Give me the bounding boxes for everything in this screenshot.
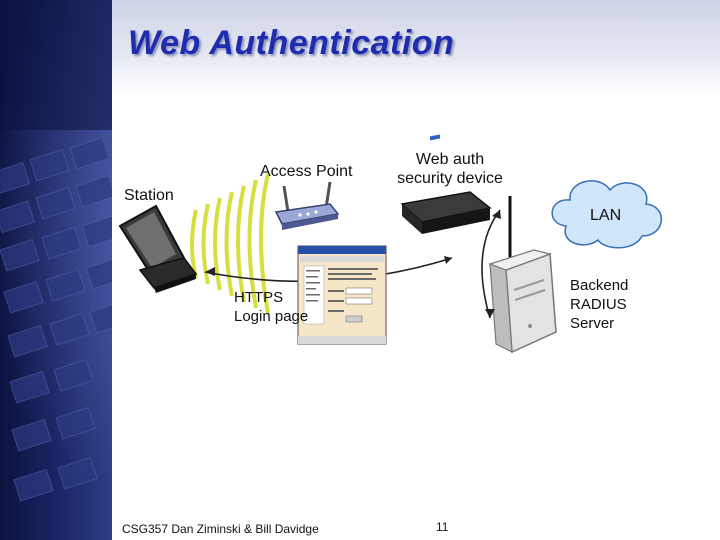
https-label: HTTPS Login page: [234, 288, 308, 326]
access-point-icon: [274, 181, 340, 230]
device-to-server-arrow: [481, 209, 501, 319]
laptop-icon: [118, 204, 198, 293]
keyboard-pattern: [0, 0, 112, 502]
server-icon: [488, 249, 557, 354]
server-label-line1: Backend: [570, 277, 629, 294]
security-device-label-line2: security device: [397, 170, 503, 187]
security-device-label: Web auth security device: [380, 150, 520, 188]
access-point-label: Access Point: [260, 163, 353, 180]
https-label-line2: Login page: [234, 308, 309, 325]
footer-authors: CSG357 Dan Ziminski & Bill Davidge: [122, 522, 319, 536]
slide-title: Web Authentication: [128, 24, 455, 62]
server-label: Backend RADIUS Server: [570, 276, 628, 333]
lan-label: LAN: [590, 207, 622, 224]
wireless-waves-icon: [190, 173, 270, 315]
decorative-sidebar: [0, 0, 112, 540]
title-band: [112, 0, 720, 96]
server-label-line3: Server: [570, 315, 615, 332]
security-device-label-line1: Web auth: [415, 151, 485, 168]
https-label-line1: HTTPS: [234, 289, 284, 306]
station-label: Station: [124, 187, 174, 204]
lan-cloud-icon: [551, 180, 663, 249]
security-device-icon: [400, 134, 492, 234]
server-label-line2: RADIUS: [570, 296, 627, 313]
page-number: 11: [436, 520, 449, 534]
login-page-window: [297, 245, 387, 345]
